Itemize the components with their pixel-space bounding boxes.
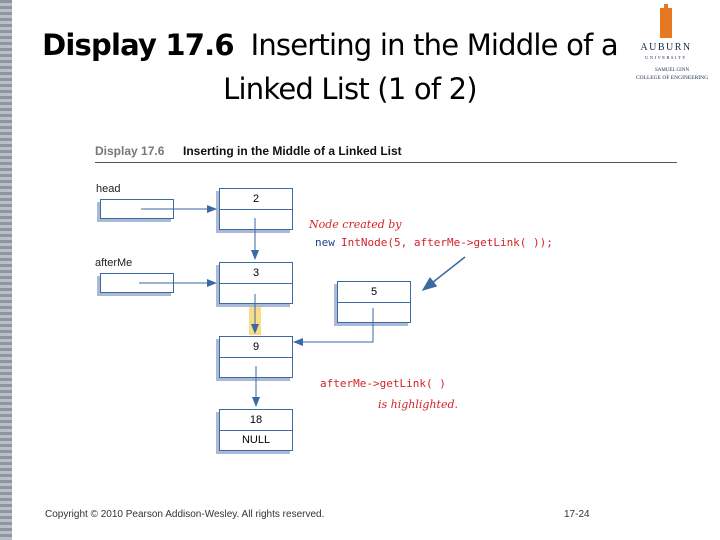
head-label: head xyxy=(96,183,121,195)
new-node-pointer-arrow xyxy=(421,256,466,291)
note-highlight-code: afterMe->getLink( ) xyxy=(320,377,446,390)
title-bold: Display 17.6 xyxy=(42,28,234,62)
auburn-logo: AUBURN UNIVERSITY SAMUEL GINN COLLEGE OF… xyxy=(636,4,708,81)
svg-text:AUBURN: AUBURN xyxy=(640,42,691,53)
note-highlight-text: is highlighted. xyxy=(378,398,459,411)
slide-title-line2: Linked List (1 of 2) xyxy=(223,72,477,106)
node-3: 3 xyxy=(219,262,293,304)
slide-left-border xyxy=(0,0,12,540)
display-label: Display 17.6 xyxy=(95,144,165,158)
node5-link-arrow xyxy=(293,308,374,346)
display-title: Inserting in the Middle of a Linked List xyxy=(183,144,402,158)
page-number: 17-24 xyxy=(564,509,590,520)
node-5: 5 xyxy=(337,281,411,323)
svg-text:UNIVERSITY: UNIVERSITY xyxy=(645,55,687,60)
logo-tower-icon xyxy=(660,8,672,38)
node-2: 2 xyxy=(219,188,293,230)
title-rest: Inserting in the Middle of a xyxy=(250,28,619,62)
note-new: new xyxy=(315,236,335,249)
display-rule xyxy=(95,162,677,163)
slide-title-line1: Display 17.6 Inserting in the Middle of … xyxy=(0,28,680,62)
note-created: Node created by xyxy=(309,218,402,231)
svg-text:COLLEGE OF ENGINEERING: COLLEGE OF ENGINEERING xyxy=(636,75,708,81)
note-code: IntNode(5, afterMe->getLink( )); xyxy=(341,236,553,249)
copyright: Copyright © 2010 Pearson Addison-Wesley.… xyxy=(45,509,325,520)
svg-text:SAMUEL GINN: SAMUEL GINN xyxy=(655,68,690,73)
afterme-label: afterMe xyxy=(95,257,133,269)
